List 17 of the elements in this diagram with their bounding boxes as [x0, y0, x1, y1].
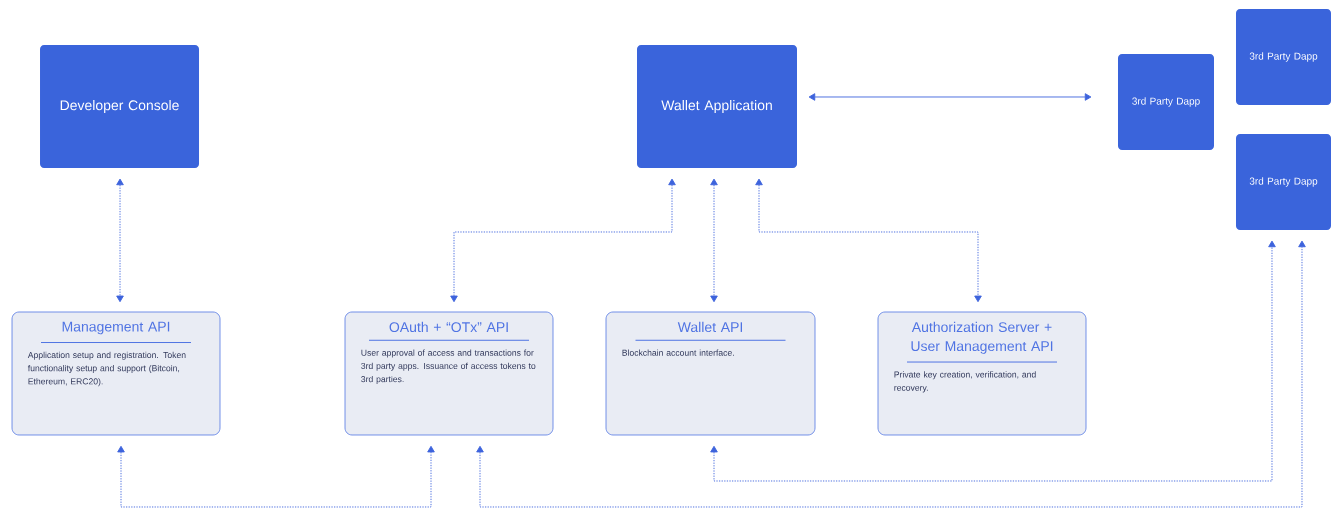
arrow — [476, 240, 1306, 508]
arrow — [710, 240, 1276, 482]
arrow — [117, 445, 435, 508]
api-card: Wallet API Blockchain account interface. — [605, 311, 816, 436]
arrow — [710, 178, 718, 303]
app-box: 3rd Party Dapp — [1236, 134, 1331, 230]
app-box: 3rd Party Dapp — [1118, 54, 1214, 150]
arrow — [755, 178, 982, 303]
api-card: Authorization Server + User Management API Private key creation, verification, and recovery. — [877, 311, 1087, 436]
api-card: OAuth + “OTx” API User approval of access and transactions for 3rd party apps. Issuance of access tokens to 3rd parties. — [344, 311, 554, 436]
app-box: Developer Console — [40, 45, 199, 168]
app-box: 3rd Party Dapp — [1236, 9, 1331, 105]
arrow — [450, 178, 676, 303]
arrow — [116, 178, 124, 303]
arrow — [808, 93, 1092, 101]
app-box: Wallet Application — [637, 45, 797, 168]
api-card: Management API Application setup and registration. Token functionality setup and support (Bitcoin, Ethereum, ERC20). — [11, 311, 221, 436]
